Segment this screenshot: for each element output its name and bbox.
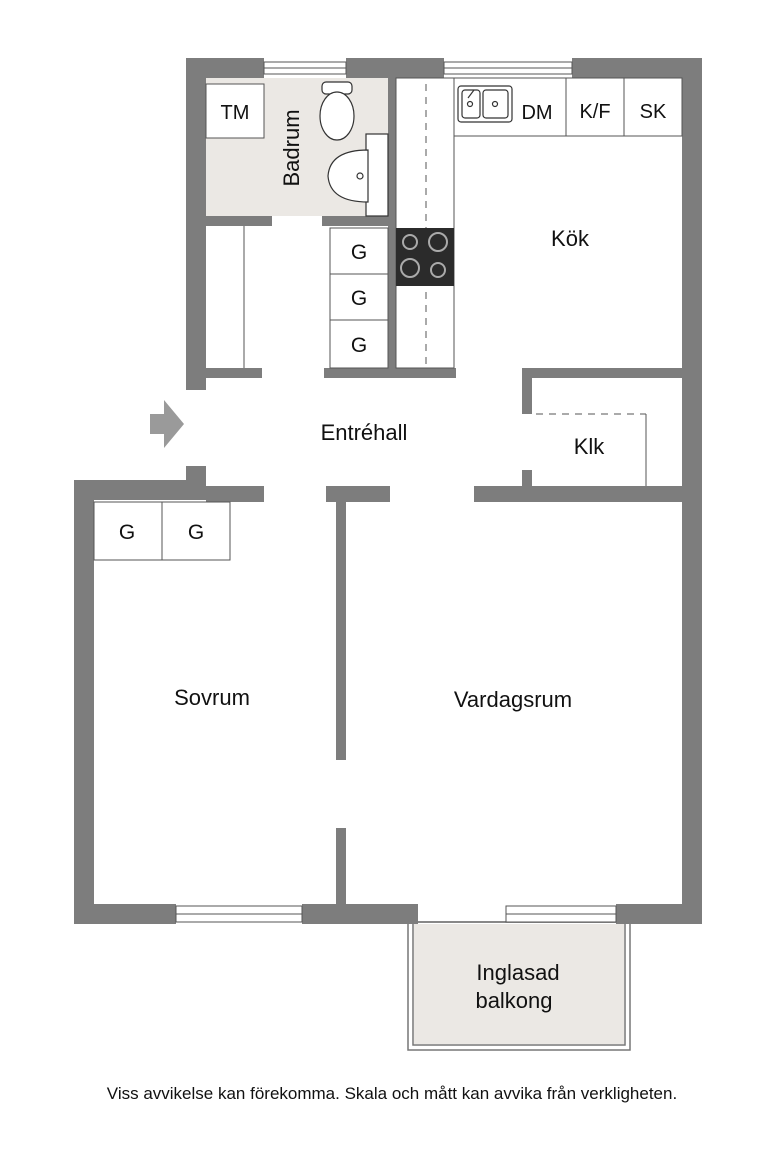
wardrobe-label: G xyxy=(188,521,204,544)
sink-icon xyxy=(457,85,513,123)
fridge-freezer-label: K/F xyxy=(579,101,610,123)
room-label-closet: Klk xyxy=(574,434,606,459)
room-label-kitchen: Kök xyxy=(551,226,590,251)
closet-shelf xyxy=(536,413,647,486)
window-mullions xyxy=(176,67,616,915)
washer-label: TM xyxy=(221,102,250,124)
bedroom-wardrobes xyxy=(93,501,231,561)
room-label-living: Vardagsrum xyxy=(454,687,572,712)
washer-box xyxy=(205,83,265,139)
room-label-balcony-line2: balkong xyxy=(475,988,552,1013)
wardrobe-label: G xyxy=(351,334,367,357)
wardrobe-label: G xyxy=(351,287,367,310)
balcony-floor xyxy=(414,924,624,1044)
kitchen-counters xyxy=(395,77,683,369)
stove-icon xyxy=(396,228,454,286)
cabinet-label: SK xyxy=(640,101,667,123)
hall-wardrobes xyxy=(329,227,389,369)
room-label-bedroom: Sovrum xyxy=(174,685,250,710)
dishwasher-label: DM xyxy=(521,102,552,124)
room-label-balcony-line1: Inglasad xyxy=(476,960,559,985)
exterior-walls xyxy=(74,58,702,924)
wardrobe-label: G xyxy=(351,241,367,264)
washbasin-icon xyxy=(327,133,389,217)
disclaimer-text: Viss avvikelse kan förekomma. Skala och … xyxy=(106,1084,678,1103)
entrance-arrow-icon xyxy=(150,400,184,448)
interior-walls xyxy=(186,78,682,904)
wardrobe-label: G xyxy=(119,521,135,544)
room-label-bathroom: Badrum xyxy=(279,109,304,186)
room-label-hall: Entréhall xyxy=(321,420,408,445)
toilet-icon xyxy=(319,81,355,141)
